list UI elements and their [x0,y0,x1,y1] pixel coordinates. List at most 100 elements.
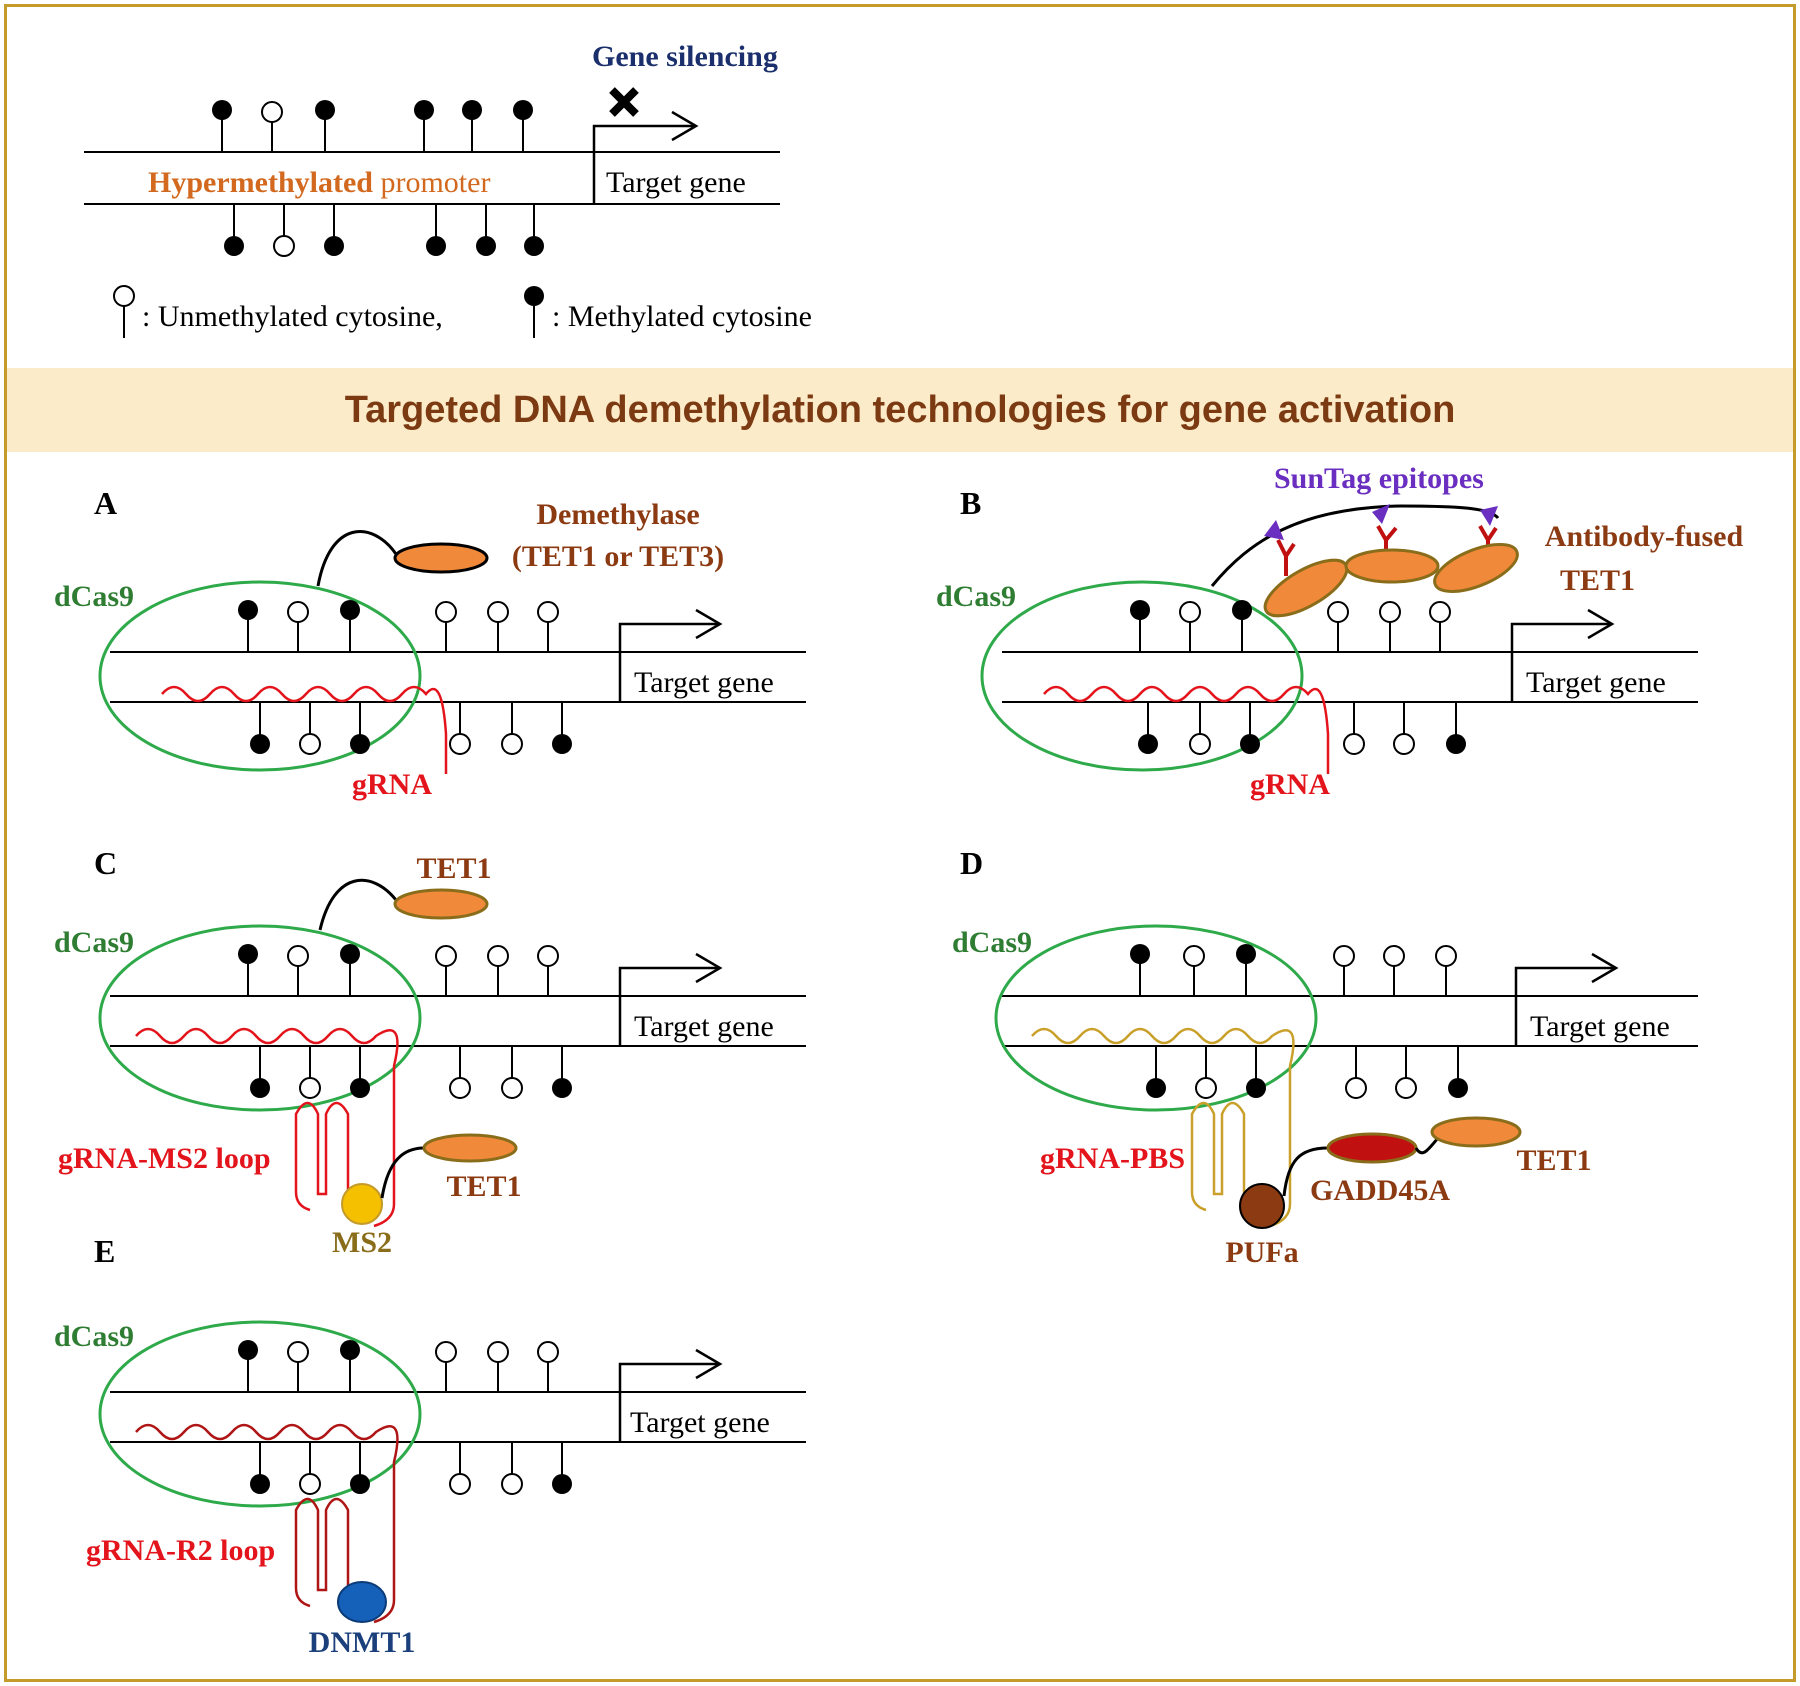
cpg-sites-top [1130,944,1457,996]
tet1-enzyme [1344,548,1440,584]
cpg-sites-top [1130,600,1451,652]
legend-methylated-icon [524,286,544,338]
methylated-cytosine-icon [462,100,482,152]
tss-arrow [1514,966,1616,1046]
legend: : Unmethylated cytosine, : Methylated cy… [113,285,812,338]
grna-label: gRNA [1250,768,1330,801]
dcas9-label: dCas9 [54,1320,134,1353]
panel-letter: E [94,1233,115,1269]
grna-strand [1043,685,1330,774]
gadd45a-label: GADD45A [1310,1174,1450,1207]
unmethylated-cytosine-icon [1395,1046,1417,1099]
grna-loop-label: gRNA-MS2 loop [58,1142,271,1175]
methylated-cytosine-icon [250,1442,270,1494]
unmethylated-cytosine-icon [273,204,295,257]
tet1-label: TET1 [1516,1144,1591,1177]
dcas9-ellipse [98,924,422,1112]
target-gene-label: Target gene [606,166,746,199]
unmethylated-cytosine-icon [501,702,523,755]
unmethylated-cytosine-icon [1435,945,1457,996]
gene-silencing-label: Gene silencing [592,40,778,73]
unmethylated-cytosine-icon [435,945,457,996]
dnmt1-protein [337,1581,387,1623]
panel-letter: B [960,485,981,521]
dcas9-label: dCas9 [936,580,1016,613]
grna-pbs-label: gRNA-PBS [1040,1142,1185,1175]
dcas9-label: dCas9 [54,926,134,959]
suntag-epitope-icon [1480,506,1498,526]
methylated-cytosine-icon [350,1046,370,1098]
dcas9-ellipse [98,580,422,772]
unmethylated-cytosine-icon [537,945,559,996]
methylated-cytosine-icon [238,944,258,996]
target-gene-label: Target gene [1526,666,1666,699]
methylated-cytosine-icon [224,204,244,256]
methylated-cytosine-icon [1246,1046,1266,1098]
antibody-sublabel: TET1 [1560,564,1635,597]
dnmt1-label: DNMT1 [309,1626,416,1659]
unmethylated-cytosine-icon [287,601,309,652]
tet1-top-label: TET1 [416,852,491,885]
tss-arrow [1510,622,1612,702]
r2-loops [294,1497,361,1608]
target-gene-label: Target gene [634,1010,774,1043]
legend-methylated-label: : Methylated cytosine [552,300,812,333]
tss-arrowhead [1591,952,1619,984]
section-band [7,368,1793,452]
unmethylated-cytosine-icon [1333,945,1355,996]
unmethylated-cytosine-icon [449,1442,471,1495]
panel-b: B dCas9 Target gene gRNA SunTag epitopes… [936,462,1744,801]
tss-arrow [592,124,696,204]
cpg-sites-bottom [250,1442,572,1495]
legend-unmethylated-icon [113,285,135,338]
cpg-sites-bottom [250,1046,572,1099]
silencing-x-icon [609,87,639,117]
unmethylated-cytosine-icon [1195,1046,1217,1099]
tss-arrow [618,1362,720,1442]
unmethylated-cytosine-icon [261,101,283,152]
target-gene-label: Target gene [630,1406,770,1439]
methylated-cytosine-icon [1130,944,1150,996]
methylated-cytosine-icon [1446,702,1466,754]
dcas9-label: dCas9 [54,580,134,613]
methylated-cytosine-icon [315,100,335,152]
figure-frame [4,4,1796,1682]
methylated-cytosine-icon [238,600,258,652]
methylated-cytosine-icon [426,204,446,256]
unmethylated-cytosine-icon [537,1341,559,1392]
pufa-label: PUFa [1225,1236,1298,1269]
unmethylated-cytosine-icon [1379,601,1401,652]
dcas9-ellipse [994,924,1318,1112]
unmethylated-cytosine-icon [299,702,321,755]
grna-loop-label: gRNA-R2 loop [86,1534,275,1567]
unmethylated-cytosine-icon [299,1046,321,1099]
unmethylated-cytosine-icon [299,1442,321,1495]
tss-arrowhead [695,608,723,640]
unmethylated-cytosine-icon [487,945,509,996]
methylated-cytosine-icon [1138,702,1158,754]
tss-arrow [618,622,720,702]
methylated-cytosine-icon [1448,1046,1468,1098]
target-gene-label: Target gene [634,666,774,699]
tet1-enzyme [1433,543,1519,593]
unmethylated-cytosine-icon [287,1341,309,1392]
unmethylated-cytosine-icon [1327,601,1349,652]
pbs-loops [1190,1101,1257,1212]
methylated-cytosine-icon [1232,600,1252,652]
methylated-cytosine-icon [250,702,270,754]
unmethylated-cytosine-icon [487,601,509,652]
suntag-epitope-icon [1372,504,1390,524]
cpg-sites-top [238,600,559,652]
methylated-cytosine-icon [340,944,360,996]
ms2-label: MS2 [332,1226,392,1259]
unmethylated-cytosine-icon [1345,1046,1367,1099]
cpg-sites-bottom [1138,702,1466,755]
demethylase-sublabel: (TET1 or TET3) [512,540,724,573]
linker [316,530,398,587]
methylated-cytosine-icon [513,100,533,152]
section-title: Targeted DNA demethylation technologies … [344,388,1456,431]
unmethylated-cytosine-icon [435,1341,457,1392]
dcas9-ellipse [980,580,1304,772]
methylated-cytosine-icon [1146,1046,1166,1098]
antibody-label: Antibody-fused [1545,520,1744,553]
